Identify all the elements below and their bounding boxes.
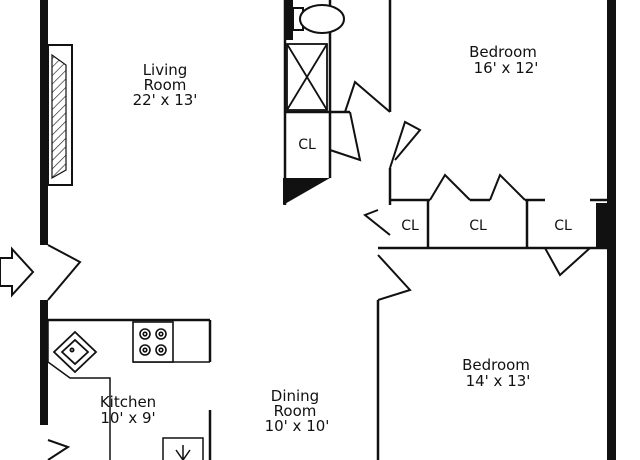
room-label-bedroom-top: Bedroom 16' x 12' <box>469 43 538 77</box>
dining-room-name-line1: Dining <box>271 387 319 405</box>
bath-cl-door <box>329 111 362 162</box>
living-room-name-line1: Living <box>143 61 188 79</box>
cl-2-door <box>489 173 526 201</box>
closet-label-2: CL <box>469 218 487 234</box>
bedroom-bottom-door <box>377 254 412 301</box>
exterior-walls <box>40 0 616 460</box>
bedroom-top-name: Bedroom <box>469 43 537 61</box>
cl-1-door <box>429 173 471 201</box>
east-wall-pillar <box>596 203 616 249</box>
bedroom-top-size: 16' x 12' <box>474 59 539 77</box>
kitchen-name: Kitchen <box>100 393 156 411</box>
dining-room-size: 10' x 10' <box>265 417 330 435</box>
room-label-bedroom-bottom: Bedroom 14' x 13' <box>462 356 530 390</box>
closet-label-bath: CL <box>298 137 316 153</box>
shower-icon <box>286 43 328 111</box>
stove-icon <box>132 321 174 363</box>
bedroom-top-door <box>389 120 422 169</box>
entry-door <box>47 244 82 301</box>
kitchen-size: 10' x 9' <box>100 409 155 427</box>
dining-table-icon <box>162 437 204 460</box>
entry-arrow-icon <box>0 246 35 298</box>
closet-label-1: CL <box>401 218 419 234</box>
doors <box>47 80 591 460</box>
room-label-kitchen: Kitchen 10' x 9' <box>100 393 156 427</box>
toilet-icon <box>292 4 345 34</box>
bedroom-bottom-size: 14' x 13' <box>466 372 531 390</box>
room-label-living: Living Room 22' x 13' <box>133 61 198 109</box>
room-label-dining: Dining Room 10' x 10' <box>265 387 330 435</box>
bath-wall-top <box>285 0 293 40</box>
cl-hall-door <box>363 209 391 236</box>
sink-icon <box>52 330 98 374</box>
fireplace-icon <box>47 44 73 186</box>
dining-room-name-line2: Room <box>274 402 317 420</box>
bath-door <box>344 80 391 113</box>
bedroom-bottom-name: Bedroom <box>462 356 530 374</box>
living-room-size: 22' x 13' <box>133 91 198 109</box>
closet-label-3: CL <box>554 218 572 234</box>
kitchen-counter-front <box>47 320 111 460</box>
kitchen-door <box>47 439 71 460</box>
west-wall-upper <box>40 0 48 245</box>
living-room-name-line2: Room <box>144 76 187 94</box>
bath-wall-wedge <box>283 178 330 205</box>
cl-3-door <box>544 247 591 277</box>
west-wall-lower <box>40 300 48 425</box>
